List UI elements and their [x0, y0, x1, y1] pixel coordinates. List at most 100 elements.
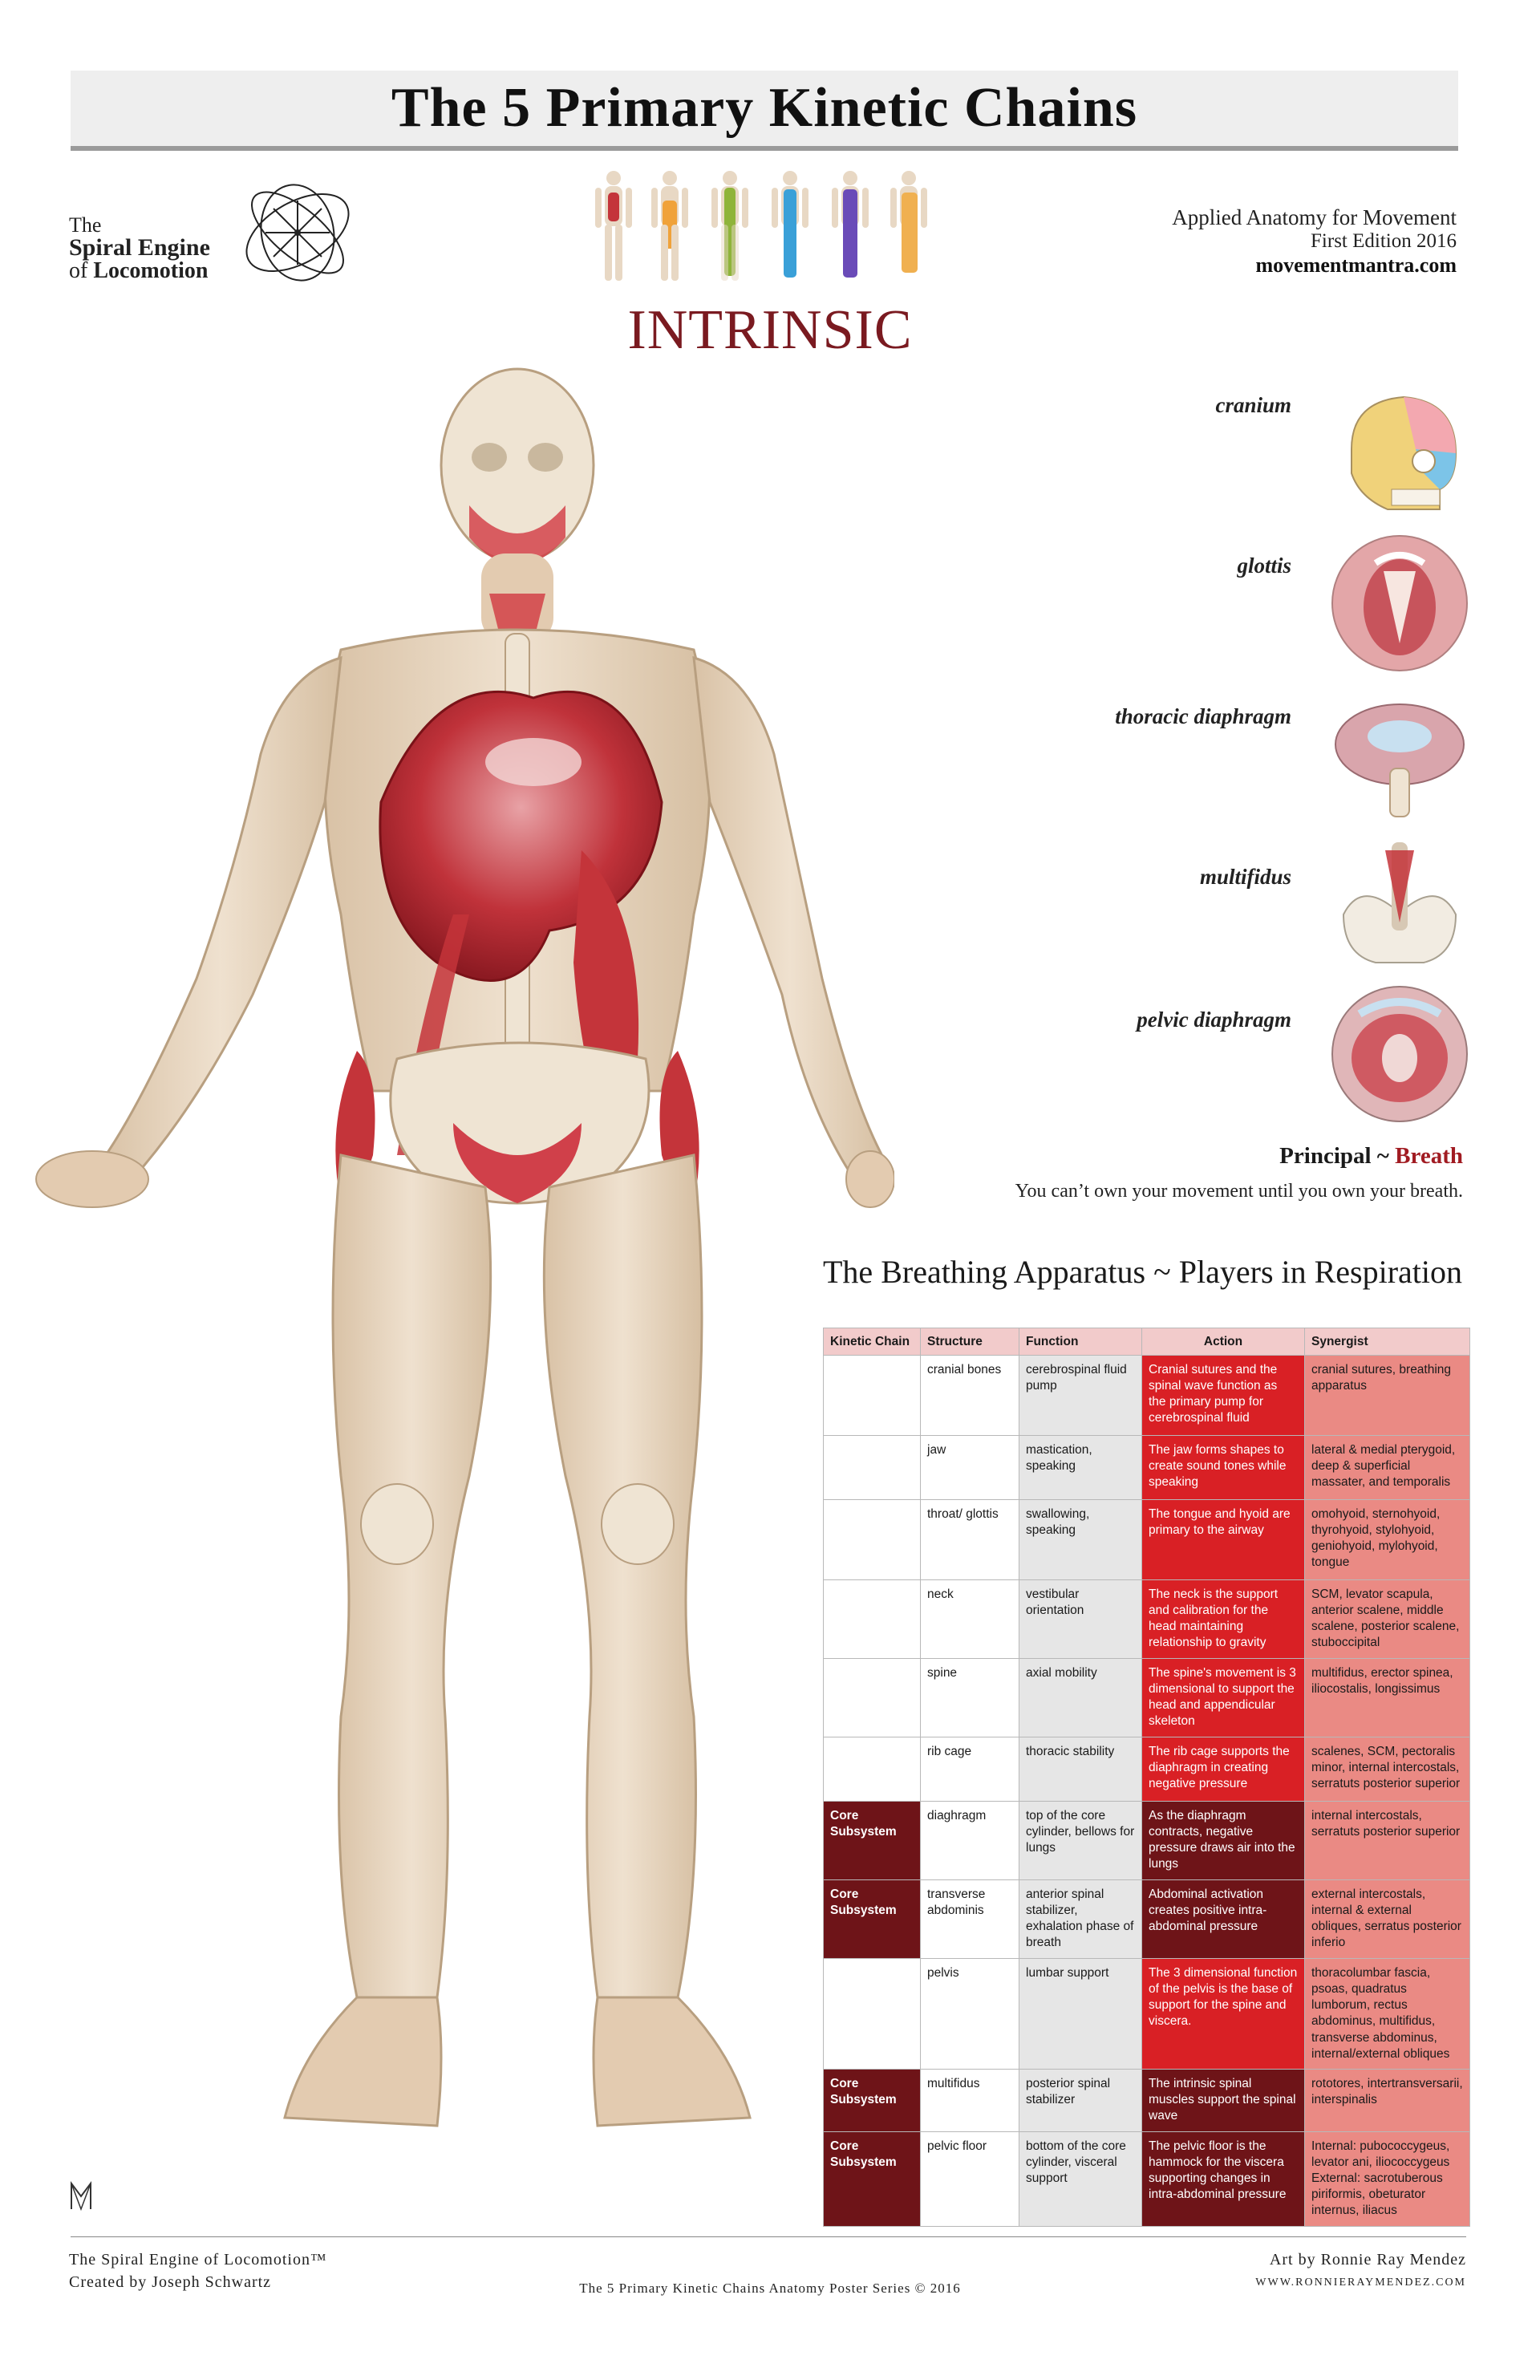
cell-action: The intrinsic spinal muscles support the…: [1141, 2068, 1305, 2132]
table-row: Core Subsystem diaghragm top of the core…: [823, 1801, 1470, 1880]
cell-structure: transverse abdominis: [920, 1879, 1019, 1959]
cell-action: The 3 dimensional function of the pelvis…: [1141, 1958, 1305, 2070]
cell-kinetic-chain: [823, 1958, 921, 2070]
principal-heading: Principal ~ Breath: [1015, 1143, 1463, 1170]
cell-function: top of the core cylinder, bellows for lu…: [1019, 1801, 1142, 1880]
thumbnail-figure-1: [595, 171, 632, 281]
cell-synergist: Internal: pubococcygeus, levator ani, il…: [1304, 2131, 1470, 2227]
cell-structure: cranial bones: [920, 1355, 1019, 1436]
cell-function: vestibular orientation: [1019, 1579, 1142, 1659]
structure-label-cranium: cranium: [1215, 393, 1291, 417]
cell-kinetic-chain: [823, 1737, 921, 1802]
footer-series-name: The Spiral Engine of Locomotion™: [69, 2251, 327, 2269]
cell-structure: spine: [920, 1658, 1019, 1737]
cell-kinetic-chain: [823, 1499, 921, 1580]
cell-action: The jaw forms shapes to create sound ton…: [1141, 1435, 1305, 1500]
structure-label-pelvic-diaphragm: pelvic diaphragm: [1137, 1008, 1291, 1032]
right-arm: [692, 655, 889, 1181]
chain-name-heading: INTRINSIC: [627, 299, 913, 361]
column-header-function: Function: [1019, 1328, 1142, 1356]
cell-action: Cranial sutures and the spinal wave func…: [1141, 1355, 1305, 1436]
cell-function: mastication, speaking: [1019, 1435, 1142, 1500]
cell-kinetic-chain: [823, 1435, 921, 1500]
right-leg: [542, 1154, 703, 1999]
principal-statement: Principal ~ Breath You can’t own your mo…: [1015, 1143, 1463, 1202]
left-leg: [331, 1154, 492, 1999]
thumbnail-figure-6: [890, 171, 927, 273]
thumbnail-figure-4: [772, 171, 808, 278]
cell-synergist: omohyoid, sternohyoid, thyrohyoid, stylo…: [1304, 1499, 1470, 1580]
publication-edition: First Edition 2016: [1311, 230, 1457, 253]
column-header-action: Action: [1141, 1328, 1305, 1356]
logo-line-3-bold: Locomotion: [93, 258, 209, 283]
kinetic-chain-thumbnails: [595, 171, 927, 281]
logo-line-3: of Locomotion: [69, 260, 210, 282]
structure-label-multifidus: multifidus: [1199, 865, 1291, 889]
logo-line-3-prefix: of: [69, 258, 94, 283]
cell-action: The tongue and hyoid are primary to the …: [1141, 1499, 1305, 1580]
thumbnail-figure-3: [711, 171, 748, 281]
left-hand: [35, 1150, 149, 1208]
title-banner: The 5 Primary Kinetic Chains: [71, 71, 1458, 151]
cell-structure: neck: [920, 1579, 1019, 1659]
cell-structure: diaghragm: [920, 1801, 1019, 1880]
cell-action: The neck is the support and calibration …: [1141, 1579, 1305, 1659]
cell-function: bottom of the core cylinder, visceral su…: [1019, 2131, 1142, 2227]
cell-synergist: rototores, intertransversarii, interspin…: [1304, 2068, 1470, 2132]
thoracic-diaphragm-icon: [1335, 703, 1465, 817]
thumbnail-figure-5: [832, 171, 869, 278]
cell-function: axial mobility: [1019, 1658, 1142, 1737]
table-row: neck vestibular orientation The neck is …: [823, 1579, 1470, 1659]
logo-line-1: The: [69, 213, 102, 237]
cell-synergist: multifidus, erector spinea, iliocostalis…: [1304, 1658, 1470, 1737]
cell-function: anterior spinal stabilizer, exhalation p…: [1019, 1879, 1142, 1959]
cell-synergist: cranial sutures, breathing apparatus: [1304, 1355, 1470, 1436]
cell-action: The pelvic floor is the hammock for the …: [1141, 2131, 1305, 2227]
cell-kinetic-chain: Core Subsystem: [823, 2131, 921, 2227]
principal-quote: You can’t own your movement until you ow…: [1015, 1181, 1463, 1202]
cell-structure: jaw: [920, 1435, 1019, 1500]
cranium-illustration: [1351, 395, 1457, 510]
cell-synergist: thoracolumbar fascia, psoas, quadratus l…: [1304, 1958, 1470, 2070]
spiral-orbit-icon: [245, 184, 350, 282]
cell-structure: pelvic floor: [920, 2131, 1019, 2227]
column-header-kinetic-chain: Kinetic Chain: [823, 1328, 921, 1356]
logo-text: The Spiral Engine of Locomotion: [69, 215, 210, 282]
structure-label-thoracic-diaphragm: thoracic diaphragm: [1115, 704, 1291, 728]
table-row: rib cage thoracic stability The rib cage…: [823, 1737, 1470, 1802]
right-foot: [592, 1996, 752, 2127]
pelvic-diaphragm-illustration: [1331, 986, 1468, 1122]
cell-function: thoracic stability: [1019, 1737, 1142, 1802]
principal-highlight: Breath: [1395, 1143, 1463, 1169]
page-title: The 5 Primary Kinetic Chains: [391, 77, 1138, 139]
cell-synergist: internal intercostals, serratuts posteri…: [1304, 1801, 1470, 1880]
cell-action: The rib cage supports the diaphragm in c…: [1141, 1737, 1305, 1802]
anatomy-body-illustration: [35, 367, 894, 2127]
cell-function: posterior spinal stabilizer: [1019, 2068, 1142, 2132]
cell-structure: rib cage: [920, 1737, 1019, 1802]
cell-action: As the diaphragm contracts, negative pre…: [1141, 1801, 1305, 1880]
table-row: spine axial mobility The spine's movemen…: [823, 1658, 1470, 1737]
spiral-engine-logo: The Spiral Engine of Locomotion: [69, 168, 358, 297]
cell-synergist: external intercostals, internal & extern…: [1304, 1879, 1470, 1959]
footer-artist-website: WWW.RONNIERAYMENDEZ.COM: [1255, 2277, 1466, 2289]
logo-line-2: Spiral Engine: [69, 234, 210, 261]
table-title: The Breathing Apparatus ~ Players in Res…: [823, 1254, 1463, 1290]
glottis-illustration: [1331, 535, 1468, 671]
multifidus-illustration: [1342, 842, 1457, 963]
cell-function: swallowing, speaking: [1019, 1499, 1142, 1580]
cell-structure: multifidus: [920, 2068, 1019, 2132]
table-row: Core Subsystem pelvic floor bottom of th…: [823, 2131, 1470, 2227]
table-row: Core Subsystem multifidus posterior spin…: [823, 2068, 1470, 2132]
cell-structure: throat/ glottis: [920, 1499, 1019, 1580]
skull: [440, 367, 595, 566]
cell-structure: pelvis: [920, 1958, 1019, 2070]
cell-synergist: lateral & medial pterygoid, deep & super…: [1304, 1435, 1470, 1500]
cell-action: The spine's movement is 3 dimensional to…: [1141, 1658, 1305, 1737]
cell-kinetic-chain: Core Subsystem: [823, 1879, 921, 1959]
left-foot: [283, 1996, 443, 2127]
structure-label-glottis: glottis: [1237, 553, 1291, 578]
cell-kinetic-chain: [823, 1658, 921, 1737]
cell-action: Abdominal activation creates positive in…: [1141, 1879, 1305, 1959]
publication-website: movementmantra.com: [1255, 253, 1457, 277]
